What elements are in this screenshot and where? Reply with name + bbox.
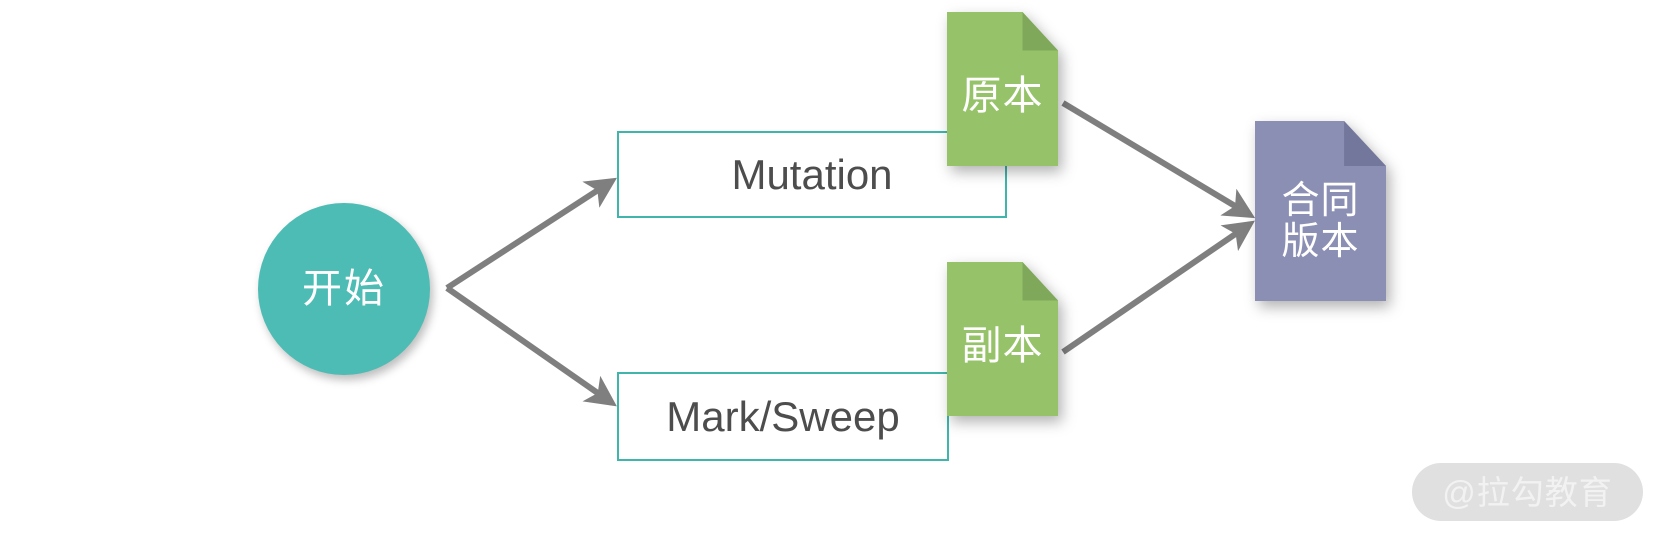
edge-start-to-marksweep xyxy=(445,285,617,407)
node-mark-sweep[interactable]: Mark/Sweep xyxy=(617,372,949,461)
node-document-copy[interactable]: 副本 xyxy=(947,262,1058,416)
edge-start-to-mutation xyxy=(445,177,618,291)
node-start[interactable]: 开始 xyxy=(258,203,430,375)
contract-label-line-2: 版本 xyxy=(1281,221,1360,263)
edge-copy-to-contract xyxy=(1061,220,1255,355)
edge-original-to-contract xyxy=(1061,100,1256,219)
watermark-badge: @拉勾教育 xyxy=(1412,463,1643,521)
contract-label-line-1: 合同 xyxy=(1281,179,1360,222)
node-document-original[interactable]: 原本 xyxy=(947,12,1058,166)
node-mutation[interactable]: Mutation xyxy=(617,131,1007,218)
node-mark-sweep-label: Mark/Sweep xyxy=(666,392,900,440)
watermark-label: @拉勾教育 xyxy=(1442,473,1613,511)
node-document-contract-version-label: 合同 版本 xyxy=(1255,121,1386,301)
node-start-label: 开始 xyxy=(302,267,386,311)
node-document-contract-version[interactable]: 合同 版本 xyxy=(1255,121,1386,301)
node-mutation-label: Mutation xyxy=(731,150,893,198)
node-document-original-label: 原本 xyxy=(961,74,1044,119)
node-document-copy-label: 副本 xyxy=(961,324,1044,369)
